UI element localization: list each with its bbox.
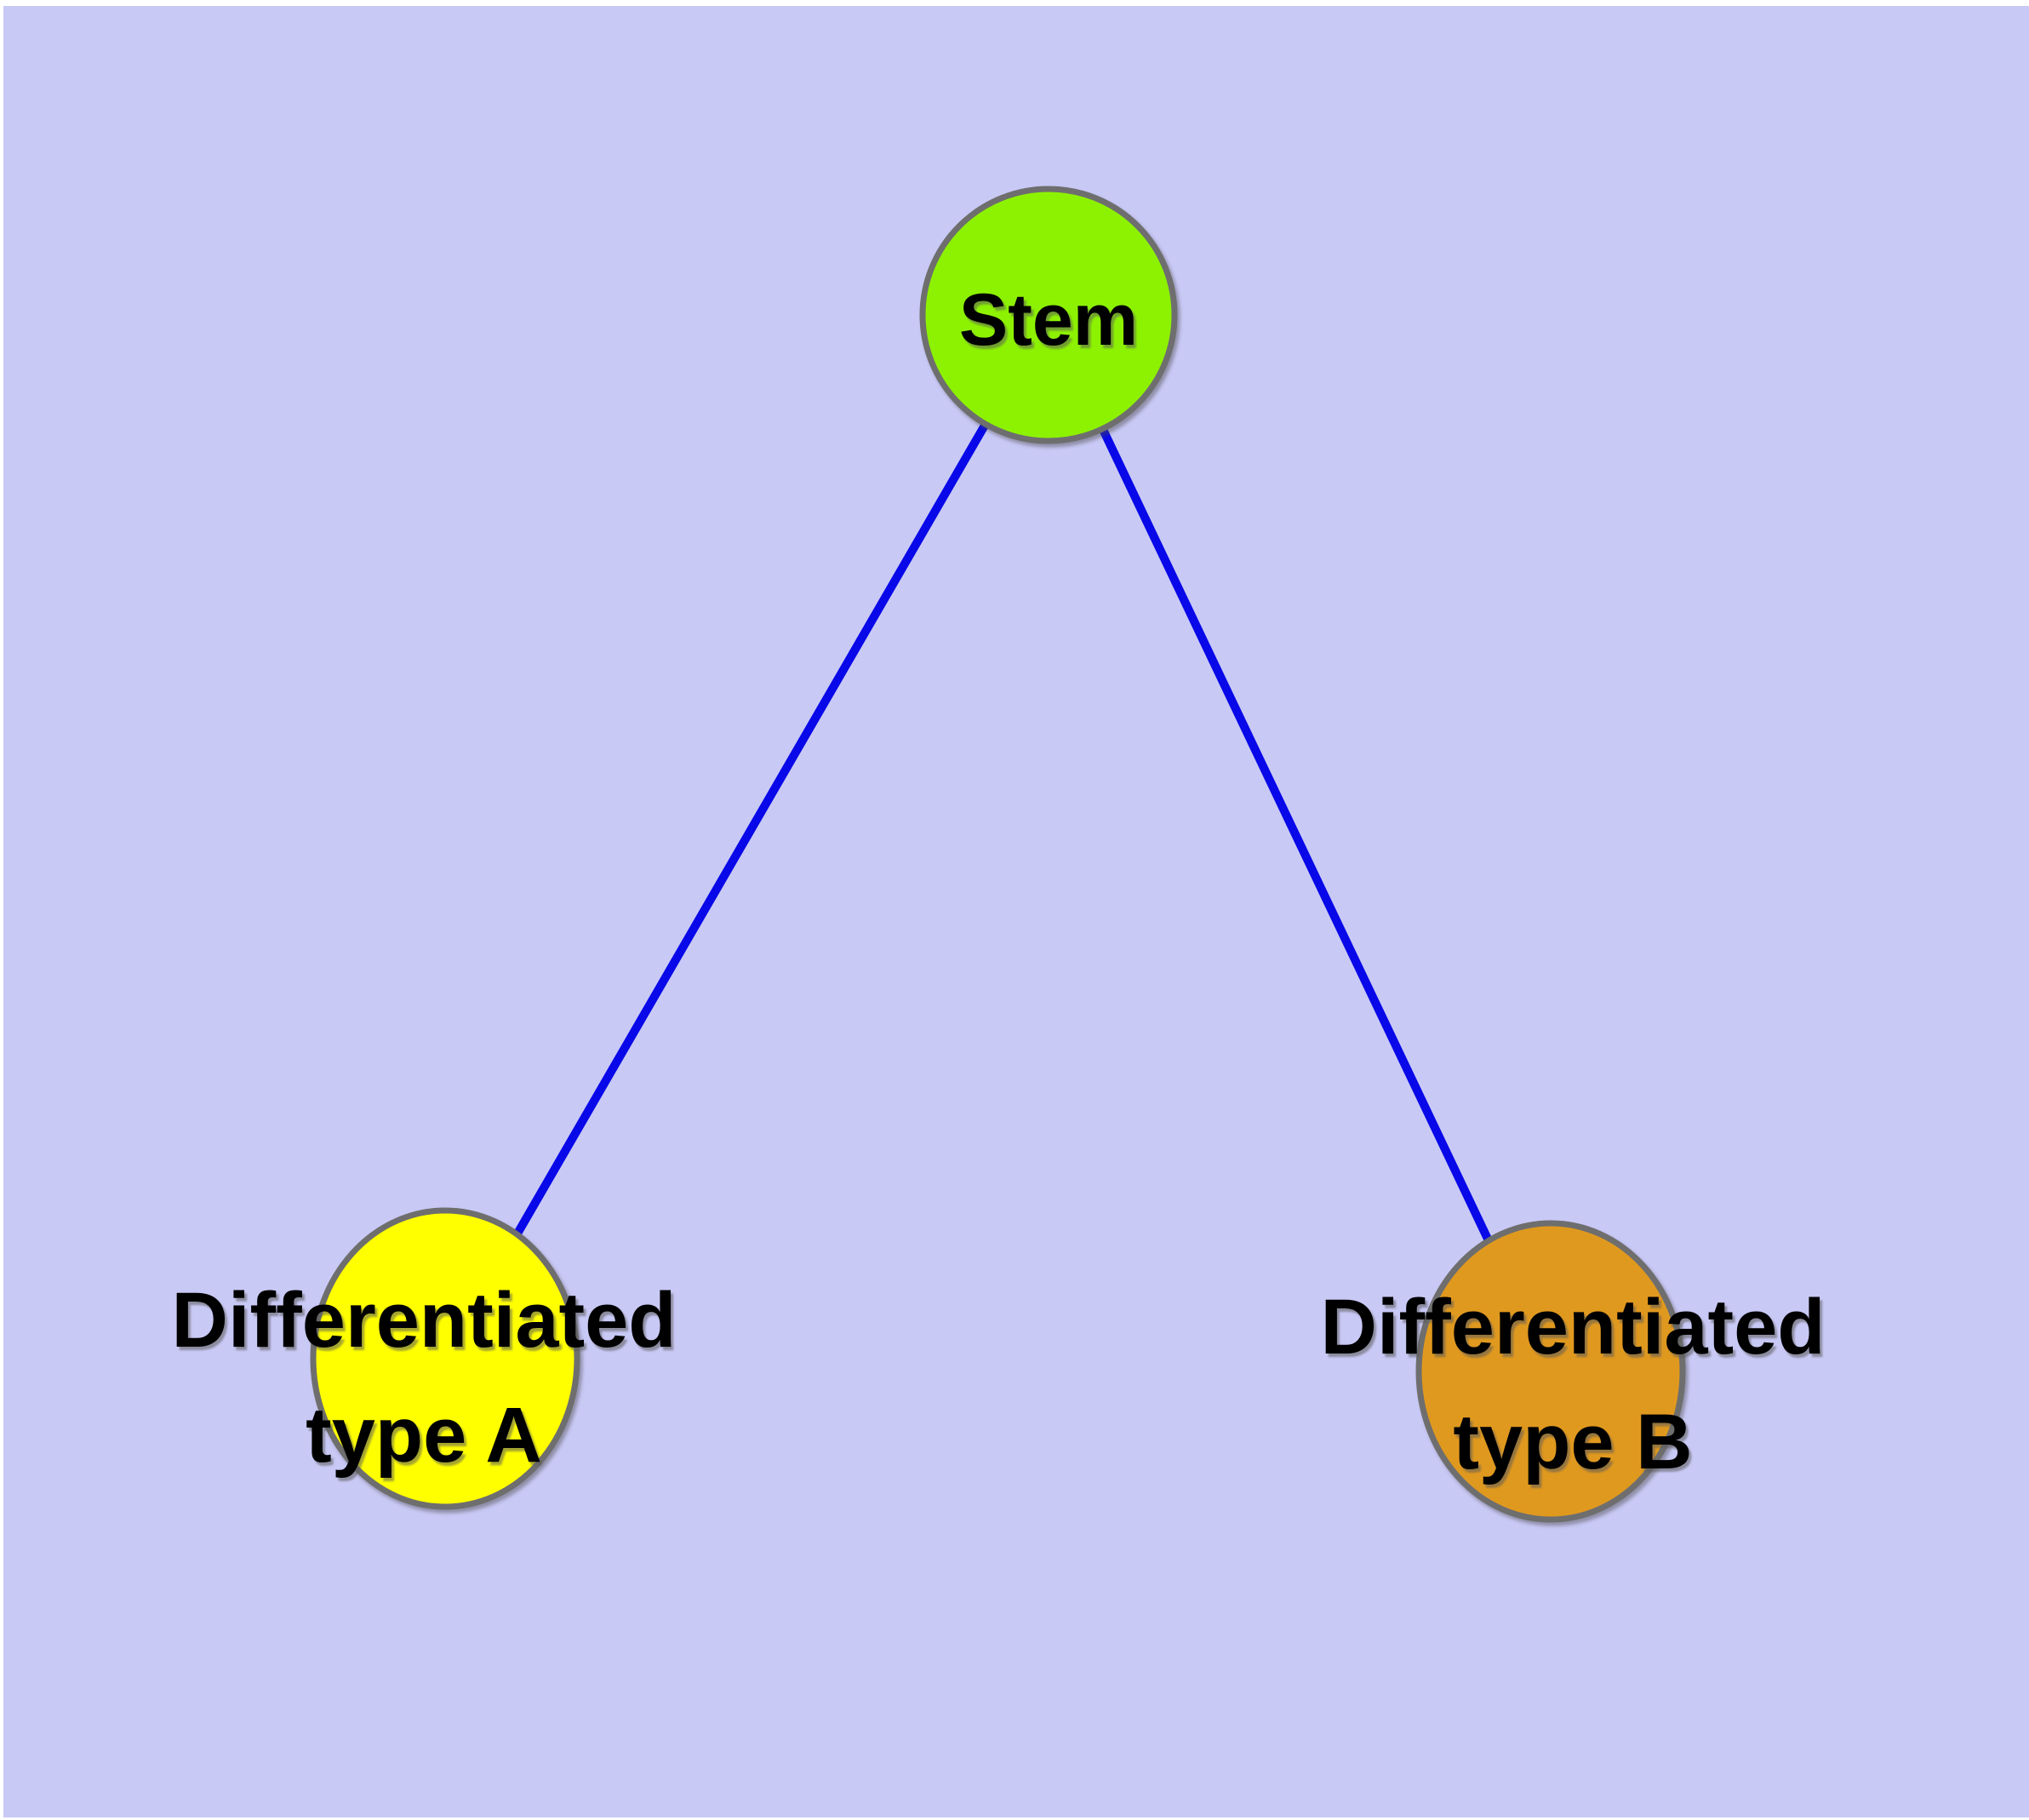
node-differentiated-type-a	[310, 1207, 580, 1510]
node-type-b-label-line2: type B	[1453, 1399, 1692, 1485]
node-type-b-label-line1: Differentiated	[1321, 1284, 1826, 1371]
edge-stem-to-type-a	[441, 312, 1053, 1361]
node-differentiated-type-b	[1415, 1220, 1686, 1523]
node-type-a-label-line1: Differentiated	[172, 1277, 677, 1364]
node-stem	[919, 186, 1178, 444]
node-stem-label: Stem	[959, 279, 1138, 361]
node-type-a-label-line2: type A	[306, 1392, 542, 1479]
edge-stem-to-type-b	[1044, 312, 1555, 1374]
